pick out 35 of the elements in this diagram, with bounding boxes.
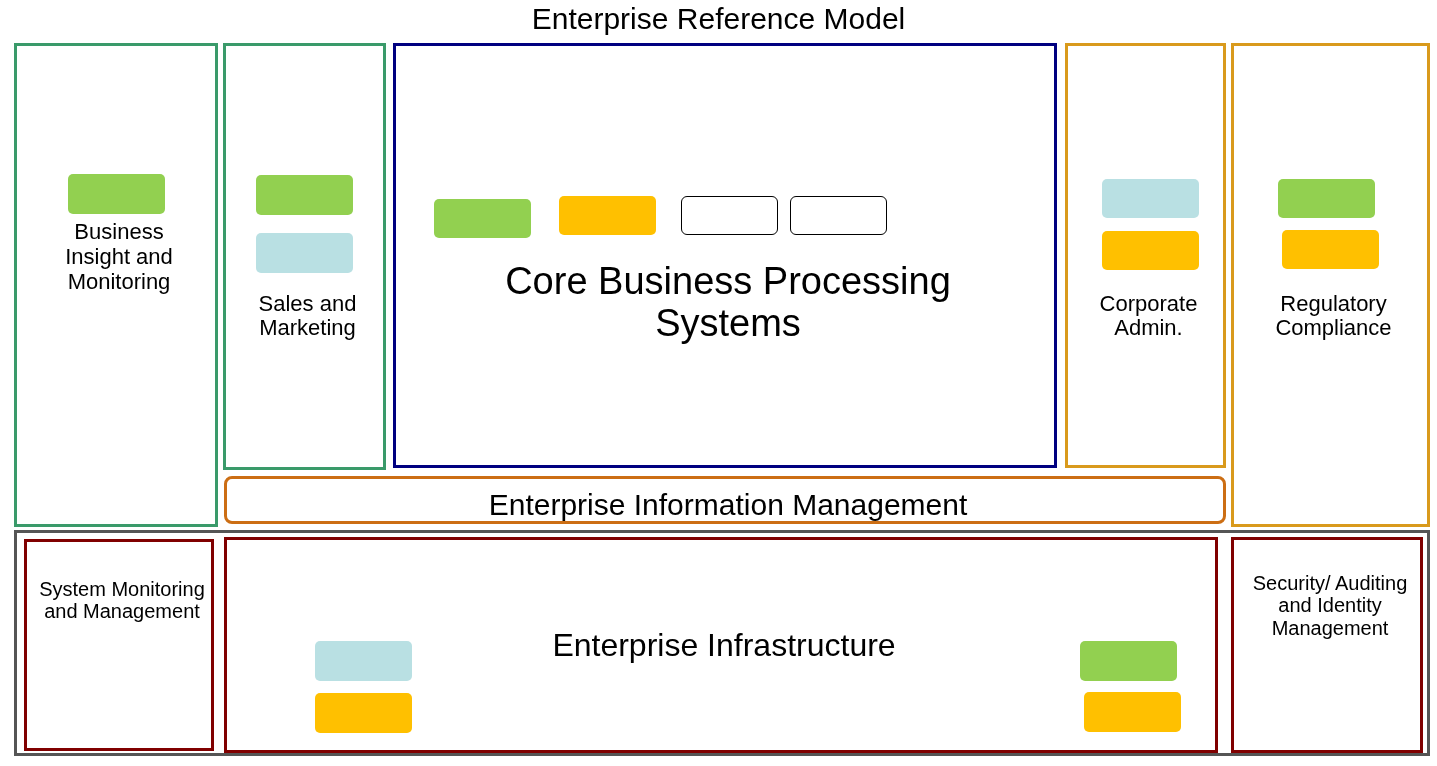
color-block xyxy=(256,175,353,215)
color-block xyxy=(14,529,1430,757)
color-block xyxy=(315,693,412,733)
group-label: Corporate Admin. xyxy=(1098,291,1199,342)
group-label: Regulatory Compliance xyxy=(1274,291,1393,342)
group-label: Enterprise Information Management xyxy=(487,488,969,522)
color-block xyxy=(1102,178,1199,219)
color-block xyxy=(1084,692,1181,732)
group-label: Business Insight and Monitoring xyxy=(64,220,174,295)
diagram-title: Enterprise Reference Model xyxy=(530,2,907,36)
color-block xyxy=(434,198,531,239)
group-panel xyxy=(1065,42,1226,469)
group-panel xyxy=(224,537,1218,754)
group-panel xyxy=(1231,42,1430,527)
group-panel xyxy=(24,538,214,752)
group-panel xyxy=(224,475,1226,524)
group-panel xyxy=(1231,537,1423,754)
group-panel xyxy=(223,42,386,471)
group-label: Enterprise Infrastructure xyxy=(551,628,897,665)
color-block xyxy=(256,233,353,273)
color-block xyxy=(68,174,165,214)
group-panel xyxy=(393,42,1057,469)
group-label: Sales and Marketing xyxy=(257,291,358,342)
color-block xyxy=(1080,641,1177,681)
color-block xyxy=(559,195,656,236)
group-panel xyxy=(14,42,218,527)
color-block xyxy=(1102,230,1199,271)
color-block xyxy=(1282,229,1379,270)
group-label: System Monitoring and Management xyxy=(38,577,206,623)
color-block xyxy=(681,195,778,236)
color-block xyxy=(1278,178,1375,219)
group-label: Security/ Auditing and Identity Management xyxy=(1251,571,1409,640)
color-block xyxy=(315,641,412,681)
color-block xyxy=(790,195,887,236)
group-label: Core Business Processing Systems xyxy=(504,259,952,345)
